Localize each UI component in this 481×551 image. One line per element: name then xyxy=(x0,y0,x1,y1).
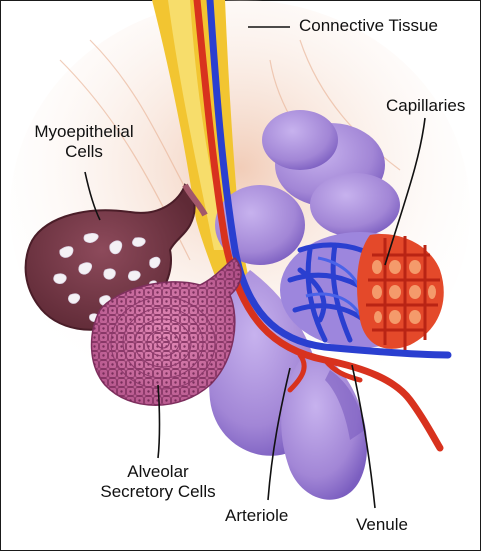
label-myoepithelial-cells: Myoepithelial Cells xyxy=(23,122,145,162)
pointer-alveolar xyxy=(158,385,160,458)
label-capillaries: Capillaries xyxy=(386,96,465,116)
label-arteriole: Arteriole xyxy=(225,506,288,526)
label-venule: Venule xyxy=(356,515,408,535)
label-alveolar-secretory-cells: Alveolar Secretory Cells xyxy=(88,462,228,502)
label-connective-tissue: Connective Tissue xyxy=(299,16,438,36)
